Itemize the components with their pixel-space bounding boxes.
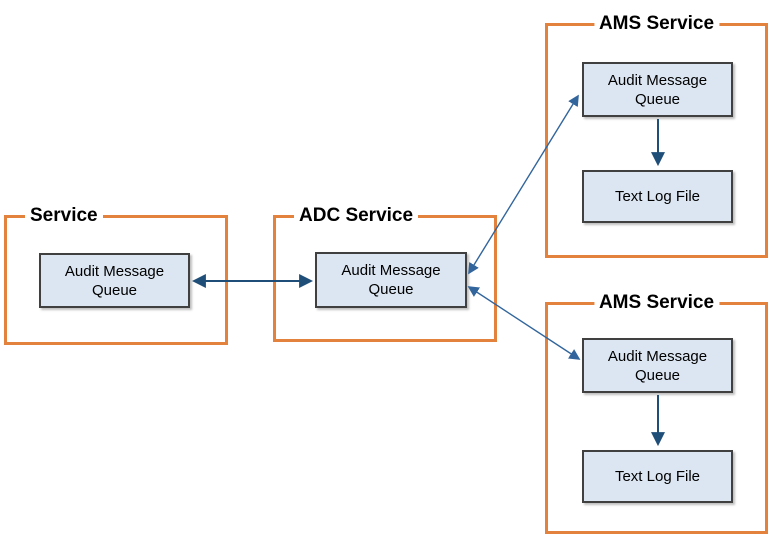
container-adc-service-title: ADC Service: [294, 203, 419, 228]
container-ams-service-bottom-title: AMS Service: [593, 290, 720, 315]
container-service: Service: [4, 203, 228, 345]
node-ams-top-text-log-file: Text Log File: [582, 170, 733, 223]
node-service-audit-message-queue: Audit Message Queue: [39, 253, 190, 308]
container-ams-service-bottom: AMS Service: [545, 290, 768, 534]
node-ams-top-audit-message-queue: Audit Message Queue: [582, 62, 733, 117]
node-adc-audit-message-queue: Audit Message Queue: [315, 252, 467, 308]
node-ams-bottom-text-log-file: Text Log File: [582, 450, 733, 503]
container-adc-service: ADC Service: [273, 203, 497, 342]
node-ams-bottom-audit-message-queue: Audit Message Queue: [582, 338, 733, 393]
container-service-title: Service: [25, 203, 103, 228]
container-ams-service-top-title: AMS Service: [593, 11, 720, 36]
